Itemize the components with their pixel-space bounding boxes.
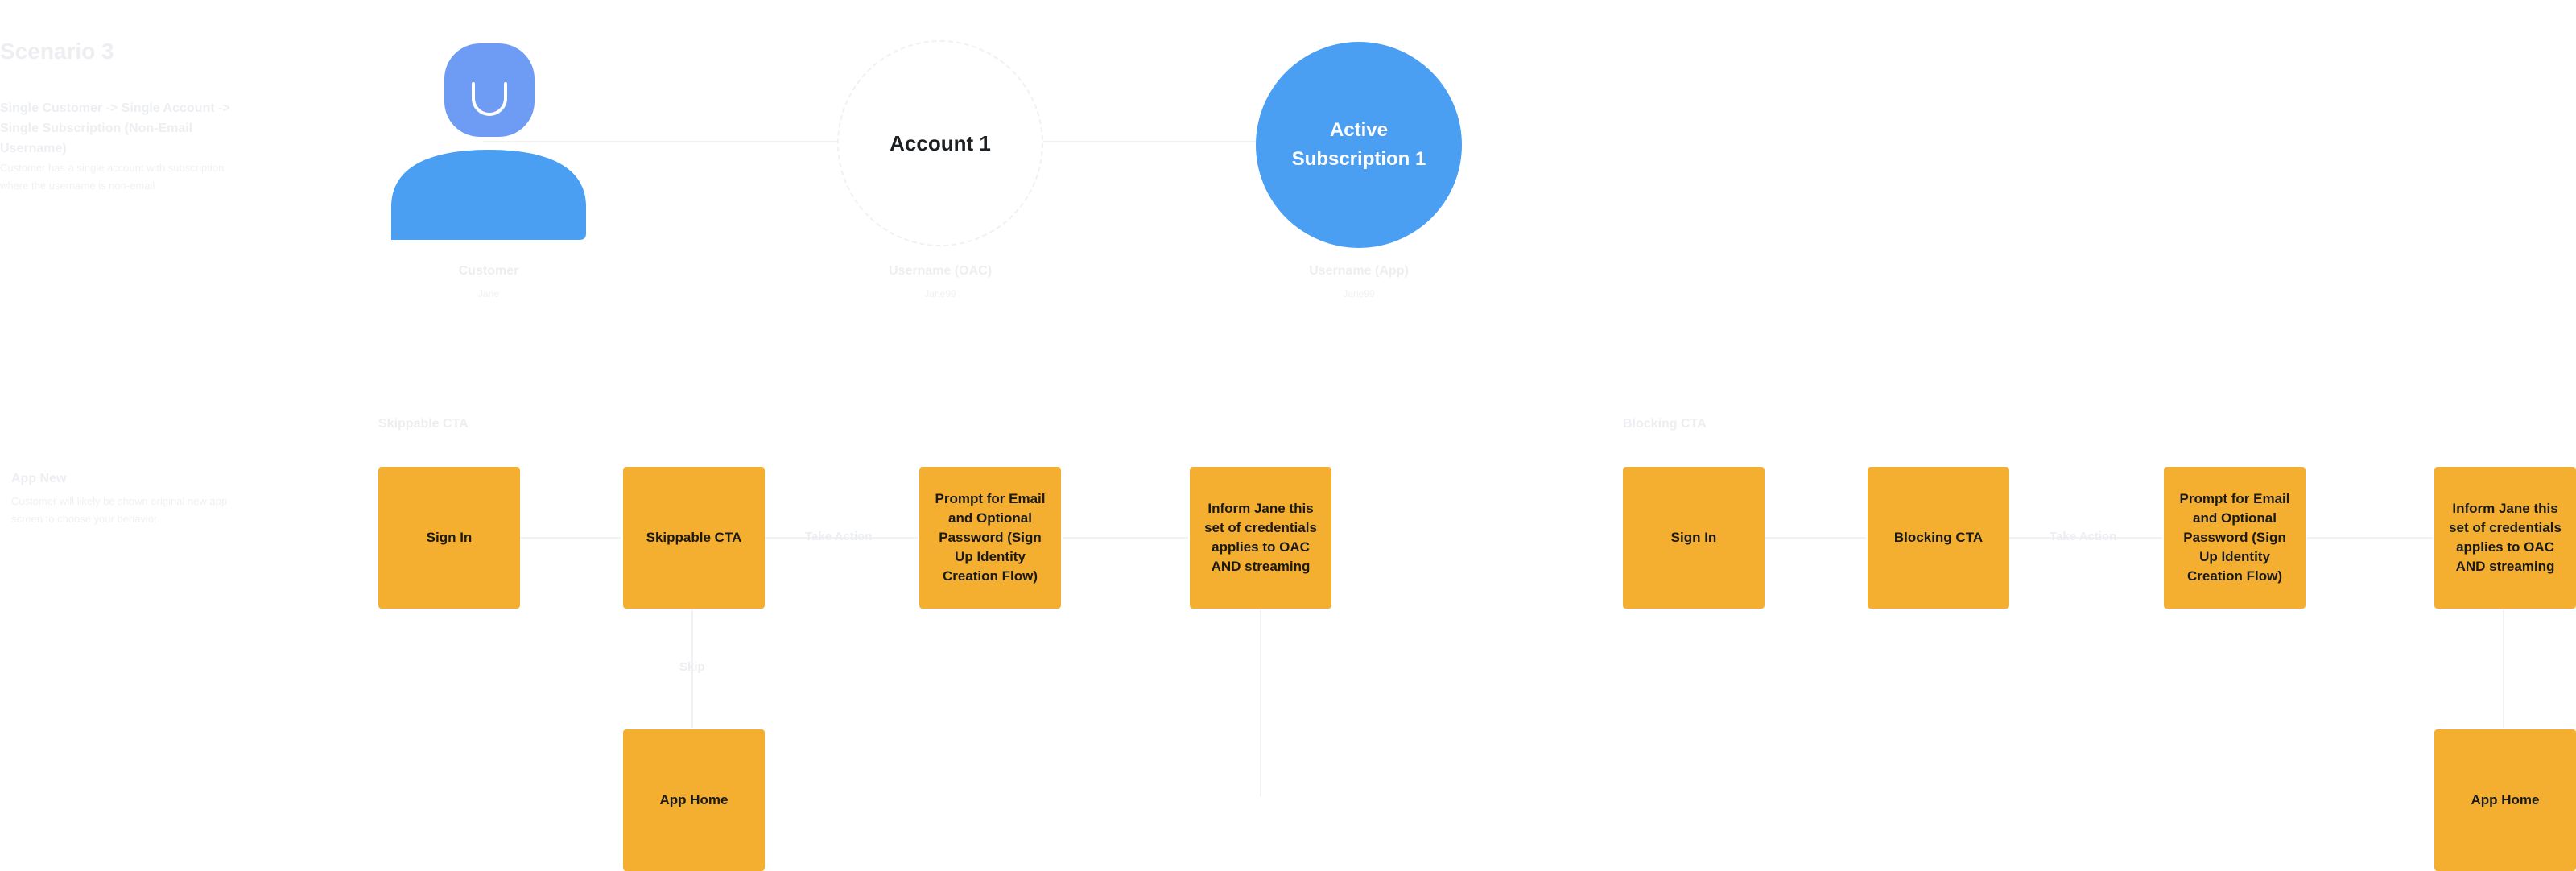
scenario-title: Scenario 3 [0,39,114,64]
customer-name: Jane [477,288,500,299]
blocking-inform-box: Inform Jane this set of credentials appl… [2434,467,2576,609]
flow-description: Customer will likely be shown original n… [11,495,228,525]
skippable-section-label: Skippable CTA [378,417,469,431]
account-label: Account 1 [890,130,991,155]
skip-label: Skip [679,660,705,674]
blocking-app-home-box: App Home [2434,729,2576,871]
skippable-sign-in-box: Sign In [378,467,520,609]
subscription-caption: Username (App) [1309,264,1409,278]
subscription-label-line1: Active [1329,119,1389,141]
scenario-subtitle: Single Customer -> Single Account -> Sin… [0,101,230,155]
account-username: Jane99 [924,288,956,299]
skippable-inform-box: Inform Jane this set of credentials appl… [1190,467,1331,609]
skippable-app-home-box: App Home [623,729,765,871]
subscription-node: Active Subscription 1 [1256,42,1462,248]
skippable-cta-box: Skippable CTA [623,467,765,609]
skippable-prompt-box: Prompt for Email and Optional Password (… [919,467,1061,609]
blocking-take-action-label: Take Action [2050,530,2117,543]
skippable-take-action-label: Take Action [805,530,873,543]
blocking-section-label: Blocking CTA [1623,417,1707,431]
customer-caption: Customer [458,264,519,278]
flow-title: App New [11,472,67,485]
scenario-description: Customer has a single account with subsc… [0,162,225,192]
blocking-prompt-box: Prompt for Email and Optional Password (… [2164,467,2306,609]
blocking-sign-in-box: Sign In [1623,467,1765,609]
person-icon [391,43,586,240]
subscription-label-line2: Subscription 1 [1291,148,1426,170]
subscription-username: Jane99 [1343,288,1375,299]
account-caption: Username (OAC) [888,264,993,278]
account-node: Account 1 [837,40,1043,246]
blocking-cta-box: Blocking CTA [1868,467,2009,609]
